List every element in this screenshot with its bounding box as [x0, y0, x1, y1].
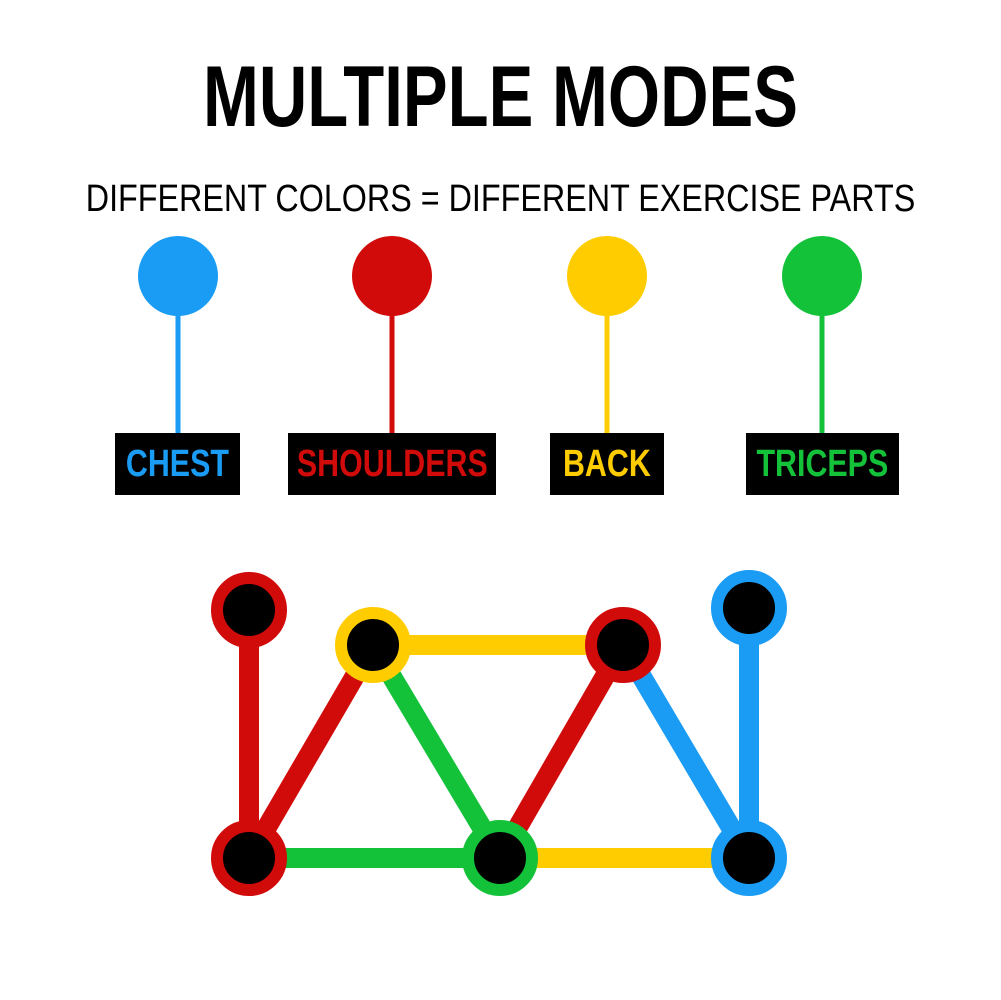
edge-chest-diagonal — [614, 639, 758, 864]
legend-label-back: BACK — [550, 433, 664, 495]
legend-label-shoulders: SHOULDERS — [288, 433, 496, 495]
legend-text-chest: CHEST — [125, 443, 230, 485]
page-subtitle: DIFFERENT COLORS = DIFFERENT EXERCISE PA… — [85, 178, 916, 220]
legend-pin-back — [567, 236, 647, 436]
node-top-right — [711, 570, 787, 646]
node-top-left — [211, 572, 287, 648]
legend-dot-back — [567, 236, 647, 316]
node-bottom-mid — [462, 820, 538, 896]
legend-pin-chest — [138, 236, 218, 436]
legend-label-triceps: TRICEPS — [746, 433, 899, 495]
legend-dot-chest — [138, 236, 218, 316]
legend-text-back: BACK — [563, 443, 651, 485]
legend-label-chest: CHEST — [115, 433, 240, 495]
node-top-mid-right — [585, 607, 661, 683]
node-top-mid-left — [335, 607, 411, 683]
legend-dot-shoulders — [352, 236, 432, 316]
node-bottom-left — [211, 820, 287, 896]
legend-pin-triceps — [782, 236, 862, 436]
edge-shoulders-left-diagonal — [240, 639, 382, 864]
edge-triceps-diagonal — [364, 639, 509, 864]
edge-shoulders-right-diagonal — [491, 639, 632, 864]
legend-pin-shoulders — [352, 236, 432, 436]
page-title: MULTIPLE MODES — [202, 49, 799, 145]
node-bottom-right — [711, 820, 787, 896]
legend-text-shoulders: SHOULDERS — [296, 443, 488, 485]
legend-text-triceps: TRICEPS — [756, 443, 889, 485]
legend-dot-triceps — [782, 236, 862, 316]
